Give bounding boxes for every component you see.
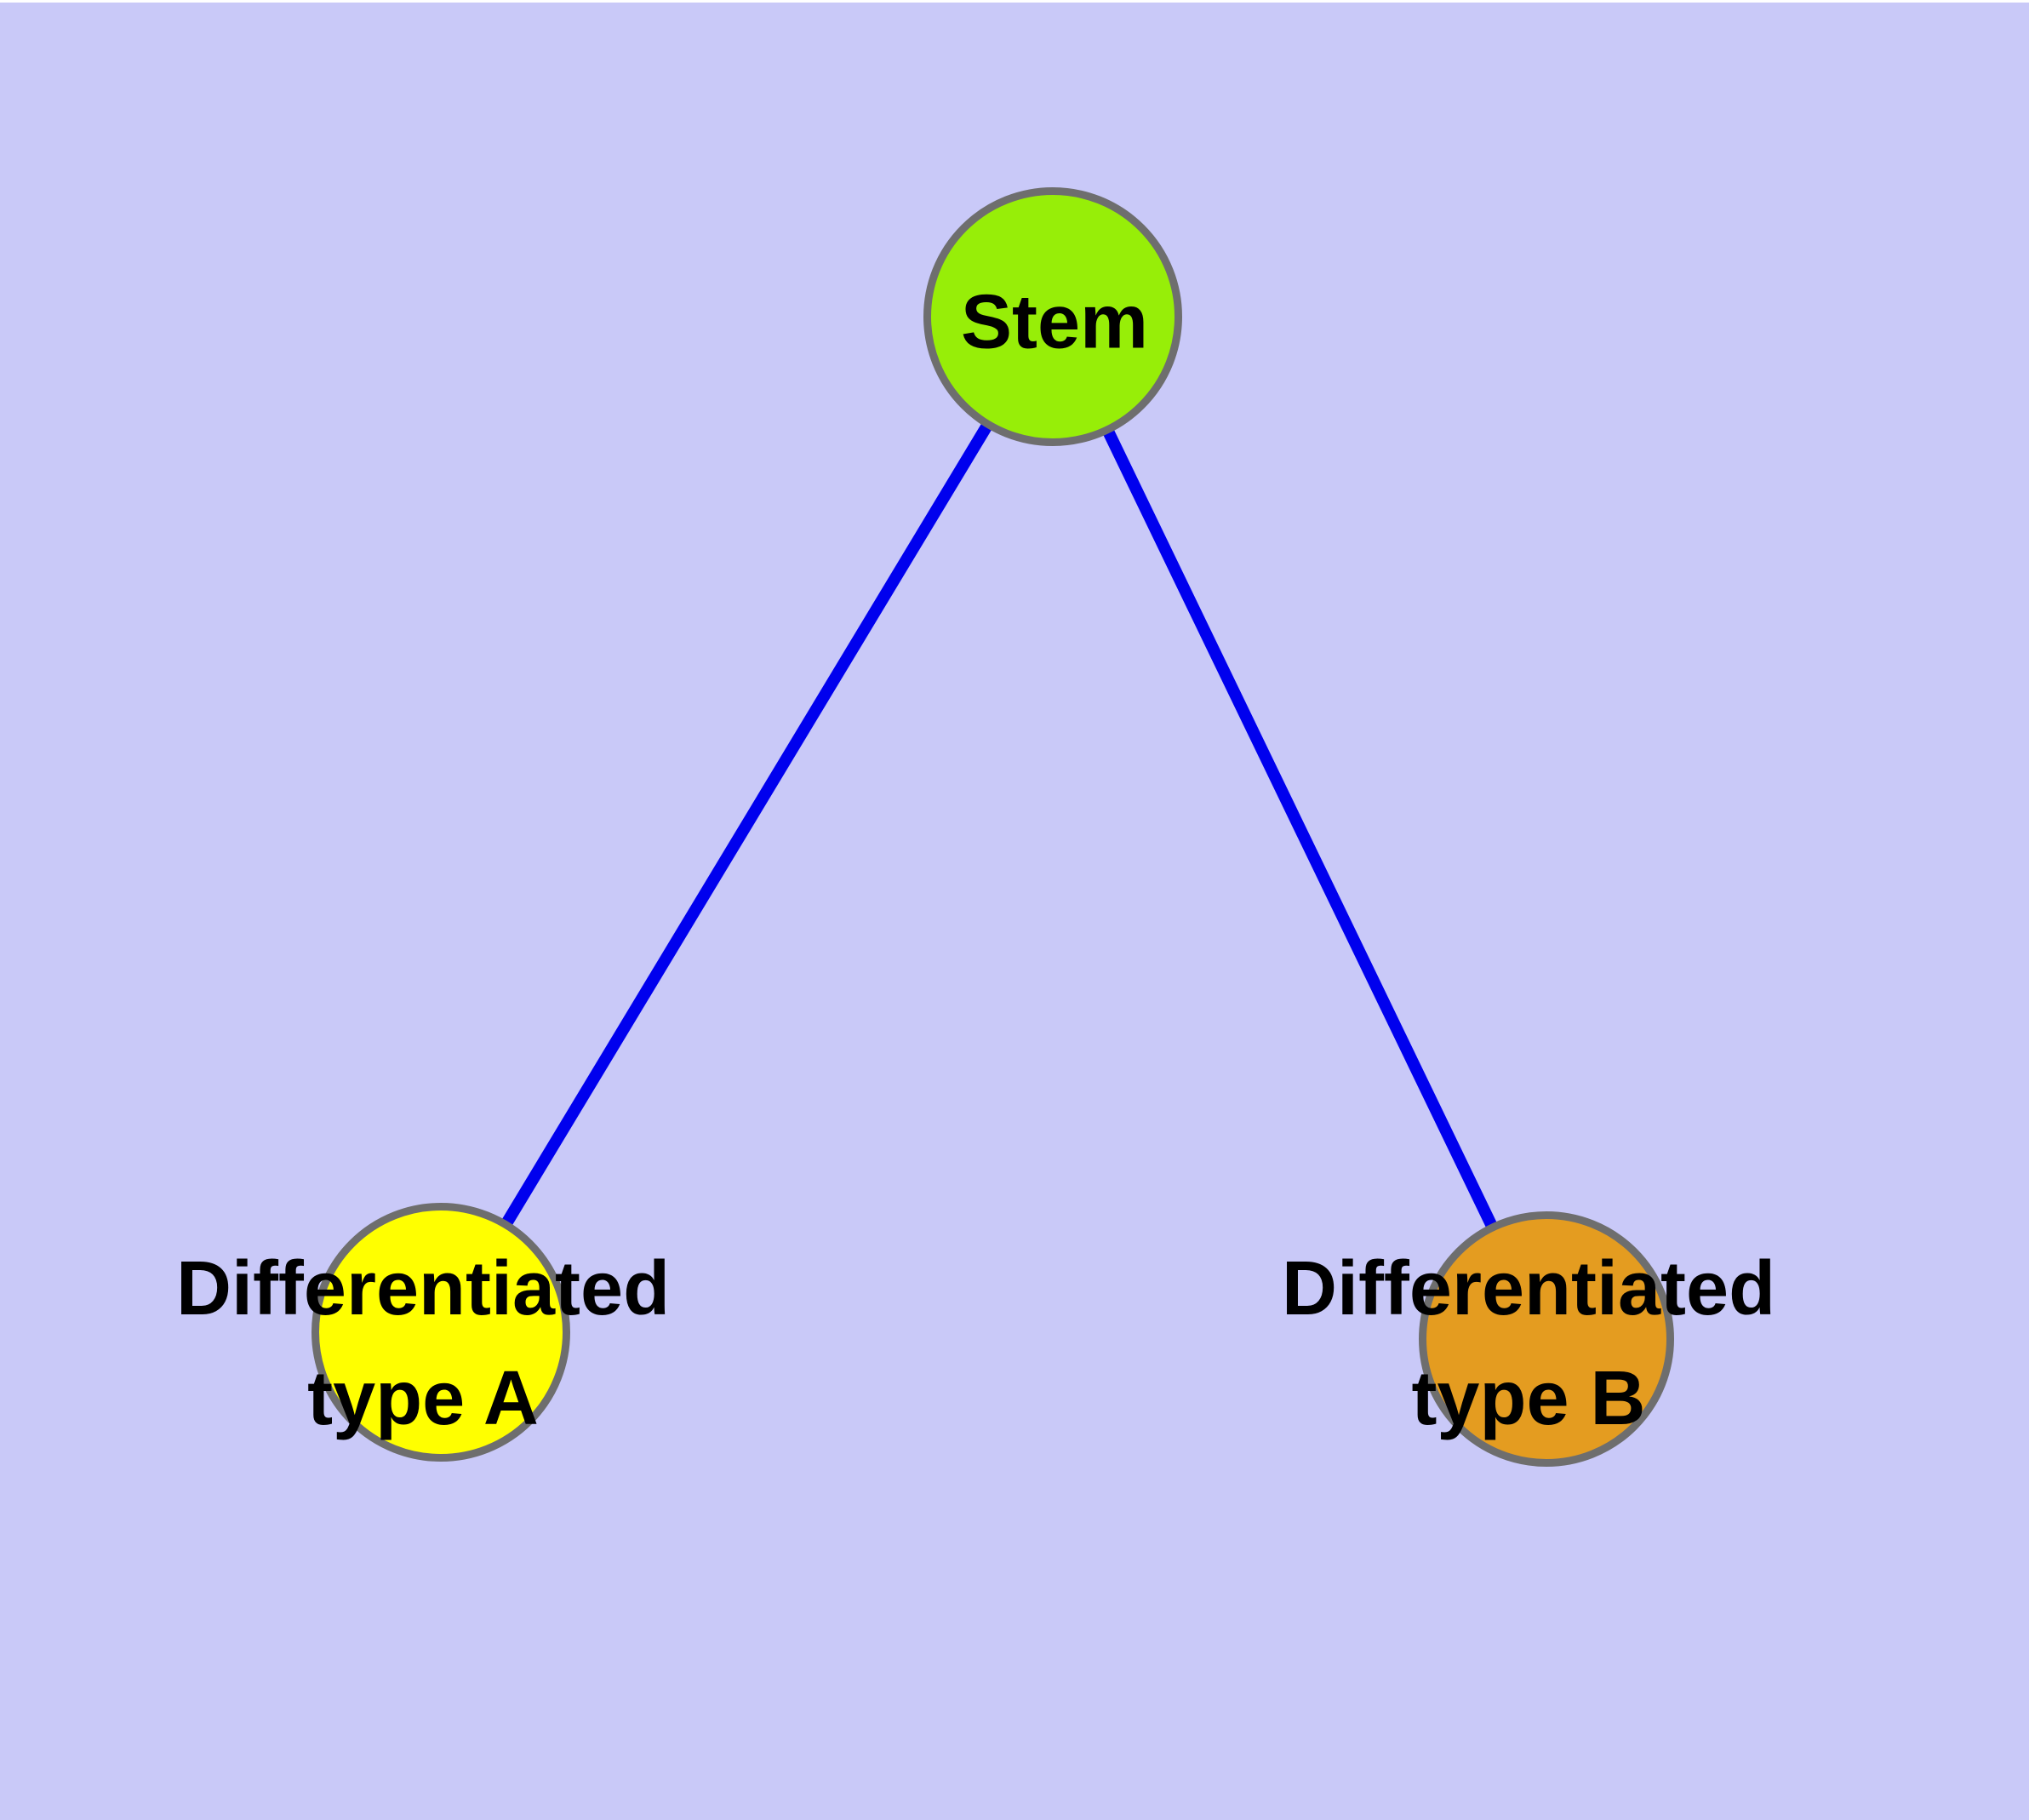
node-differentiated-type-a[interactable] [311,1203,570,1462]
edge-stem-to-type-b [1047,313,1552,1342]
node-differentiated-type-b[interactable] [1419,1211,1674,1467]
top-edge-strip [0,0,2029,3]
node-stem[interactable] [923,187,1182,446]
edge-stem-to-type-a [436,313,1058,1336]
